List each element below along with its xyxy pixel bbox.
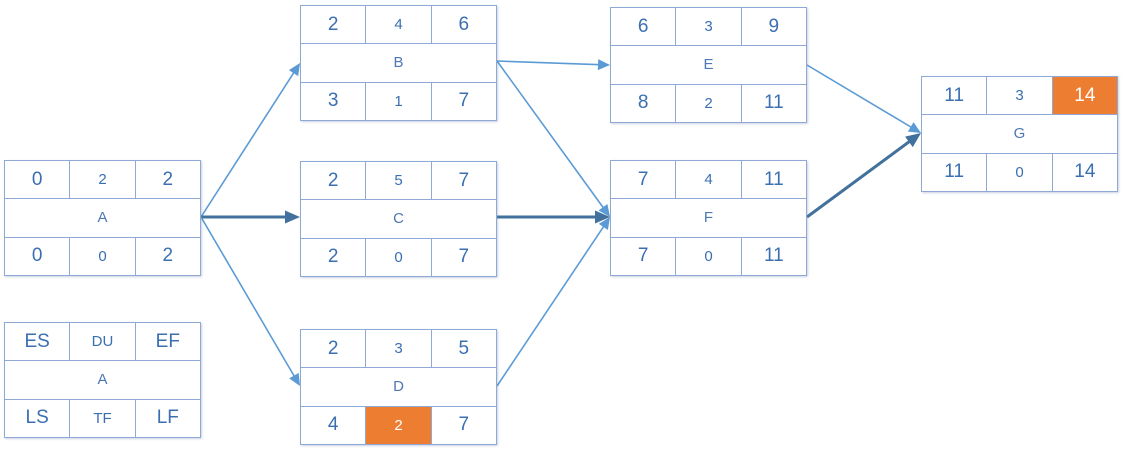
arrow-c-to-f [497, 210, 610, 224]
ef-value: 6 [430, 6, 496, 44]
es-value: 0 [31, 168, 43, 190]
ls-value: 0 [31, 245, 43, 267]
lf-value: 7 [430, 406, 496, 444]
arrowhead [597, 59, 610, 71]
ls-value: LS [25, 407, 49, 429]
activity-name: A [97, 371, 108, 389]
activity-name: G [1013, 125, 1026, 143]
lf-value: 14 [1051, 153, 1117, 191]
arrow-f-to-g [806, 133, 921, 219]
arrowhead [289, 372, 300, 386]
lf-value: 7 [430, 82, 496, 120]
ls-value: 2 [327, 246, 339, 268]
es-value: 2 [327, 337, 339, 359]
ls-value: 4 [327, 414, 339, 436]
es-value: 7 [637, 168, 649, 190]
tf-value: 2 [365, 406, 431, 444]
ls-value: 3 [327, 90, 339, 112]
lf-value: 11 [740, 84, 806, 122]
activity-name: F [703, 209, 714, 227]
ls-value: 11 [944, 161, 965, 183]
du-value: 4 [675, 161, 740, 199]
es-value: 11 [944, 84, 965, 106]
arrow-b-to-f [496, 60, 610, 217]
tf-value: 2 [675, 84, 740, 122]
ls-value: 8 [637, 92, 649, 114]
arrowhead [595, 210, 610, 224]
du-value: DU [69, 323, 134, 361]
lf-value: 7 [430, 238, 496, 276]
tf-value: TF [69, 399, 134, 437]
tf-value: 0 [69, 237, 134, 275]
ef-value: 9 [740, 8, 806, 46]
arrowhead [905, 133, 921, 148]
ef-value: 2 [134, 161, 200, 199]
arrow-d-to-f [496, 217, 610, 387]
ef-value: 11 [740, 161, 806, 199]
arrowhead [288, 63, 300, 77]
du-value: 3 [365, 330, 430, 368]
arrow-a-to-b [200, 63, 300, 218]
du-value: 3 [986, 77, 1051, 115]
arrow-b-to-e [496, 59, 610, 71]
tf-value: 1 [365, 82, 430, 120]
ef-value: 14 [1051, 77, 1117, 115]
du-value: 5 [365, 162, 430, 200]
du-value: 4 [365, 6, 430, 44]
tf-value: 0 [986, 153, 1051, 191]
activity-name: C [393, 210, 404, 228]
es-value: 2 [327, 169, 339, 191]
arrow-a-to-c [201, 210, 300, 224]
activity-name: B [393, 54, 404, 72]
arrow-a-to-d [200, 216, 300, 386]
ef-value: 7 [430, 162, 496, 200]
arrowhead [907, 122, 921, 133]
du-value: 2 [69, 161, 134, 199]
activity-name: E [703, 56, 714, 74]
ef-value: 5 [430, 330, 496, 368]
arrowhead [285, 210, 300, 224]
arrowhead [598, 204, 610, 217]
tf-value: 0 [675, 237, 740, 275]
tf-value: 0 [365, 238, 430, 276]
ef-value: EF [134, 323, 200, 361]
lf-value: 11 [740, 237, 806, 275]
lf-value: LF [134, 399, 200, 437]
activity-name: A [97, 209, 108, 227]
lf-value: 2 [134, 237, 200, 275]
arrowhead [598, 217, 610, 231]
es-value: 6 [637, 15, 649, 37]
du-value: 3 [675, 8, 740, 46]
es-value: ES [24, 330, 50, 352]
ls-value: 7 [637, 245, 649, 267]
es-value: 2 [327, 13, 339, 35]
activity-name: D [393, 378, 404, 396]
arrow-e-to-g [806, 64, 921, 133]
